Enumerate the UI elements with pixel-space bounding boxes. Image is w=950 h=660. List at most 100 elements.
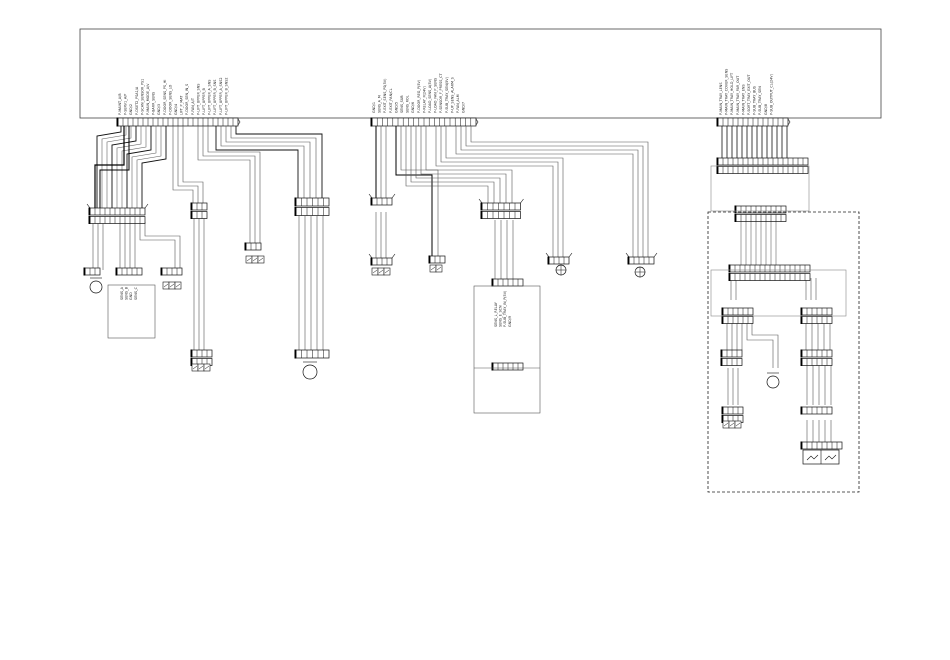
board-connector-left <box>116 117 241 127</box>
switch-mid-left <box>245 255 265 264</box>
pin-label-left: P-LIFT_UPPER_A_SNS <box>208 80 212 115</box>
connector-solenoid-left <box>160 267 183 276</box>
motor-body <box>89 280 103 294</box>
pin-label-middle: P-RELAY_P(24V) <box>422 86 426 113</box>
switch-contact <box>723 422 729 427</box>
connector-end-bar <box>88 216 91 224</box>
wire <box>215 126 299 198</box>
left-relay-box <box>107 284 156 339</box>
connector-funnel <box>86 203 149 209</box>
switch-contact <box>204 365 210 370</box>
pin-label-left: GND/4 <box>174 104 178 115</box>
connector-right-i <box>800 406 833 415</box>
connector-funnel <box>625 252 658 258</box>
pin-label-middle: P-EXIT_SENS_PS(5V) <box>383 78 387 113</box>
wire <box>106 126 132 210</box>
connector-end-bar <box>800 441 803 450</box>
connector-body-lower <box>481 211 521 219</box>
connector-end-bar <box>734 205 737 214</box>
wire <box>400 126 439 256</box>
wire <box>415 126 501 203</box>
relay-pin-label: GND <box>129 292 133 300</box>
connector-end-bar <box>370 257 373 266</box>
wire <box>235 126 323 198</box>
connector-body <box>628 256 655 265</box>
switch-contact <box>735 422 741 427</box>
connector-left-bundle <box>86 203 149 224</box>
wire <box>172 126 194 203</box>
wire <box>445 126 564 257</box>
pin-label-left: GND/2 <box>129 104 133 115</box>
connector-tab <box>475 118 479 126</box>
wire <box>465 126 644 257</box>
connector-end-bar <box>428 255 431 264</box>
connector-body <box>481 202 521 211</box>
relay-pin-label: SENS_C <box>134 286 138 300</box>
wiring-harness <box>92 126 832 442</box>
pin-label-left: P-DSET2_PSA1/A <box>135 86 139 115</box>
sensor-a <box>555 264 567 276</box>
wire <box>96 126 122 210</box>
connector-body-lower <box>191 211 208 219</box>
connector-end-bar <box>716 157 719 166</box>
connector-end-bar <box>294 207 297 216</box>
connector-end-bar <box>627 256 630 265</box>
motor-left <box>89 277 103 294</box>
switch-contact <box>252 257 258 262</box>
connector-end-bar <box>716 166 719 174</box>
pin-label-left: GND/3 <box>157 104 161 115</box>
board-connector-middle-strip <box>370 117 479 127</box>
connector-relay <box>115 267 143 276</box>
pin-label-left: P-SERV1_A/P <box>124 94 128 115</box>
pin-label-middle: GND/5 <box>394 102 398 113</box>
connector-end-bar <box>800 316 803 324</box>
wire <box>425 126 513 203</box>
wire <box>136 126 162 210</box>
sub-board-pin-label: P-SUB_TRAY_IN_P(5V) <box>503 290 507 327</box>
switch-contact <box>169 283 175 288</box>
pin-label-left: P-BARR_SENS <box>152 92 156 115</box>
option-unit-dashed-box <box>707 211 860 493</box>
wire <box>455 126 634 257</box>
connector-right-h <box>721 406 744 423</box>
connector-body <box>84 267 101 276</box>
pin-label-middle: SENS_SUB <box>400 95 404 113</box>
connector-end-bar <box>716 117 719 127</box>
connector-end-bar <box>734 214 737 222</box>
board-connector-left-strip <box>116 117 241 127</box>
connector-end-bar <box>800 406 803 415</box>
pin-label-middle: P-LOAD_FAN_P_SENS <box>434 78 438 113</box>
pin-label-middle: SENS_A_M <box>378 95 382 113</box>
connector-end-bar <box>370 117 373 127</box>
wire <box>420 126 507 203</box>
pin-label-middle: GND/7 <box>462 102 466 113</box>
connector-tab <box>237 118 241 126</box>
connector-right-f <box>720 349 743 366</box>
motor-right <box>766 372 780 389</box>
switch-contact <box>729 422 735 427</box>
motor-body <box>766 375 780 389</box>
pin-label-right: P-SUB_TRAY_BUS <box>753 86 757 115</box>
connector-end-bar <box>190 358 193 366</box>
connector-right-g <box>800 349 833 366</box>
connector-end-bar <box>83 267 86 276</box>
wire <box>197 126 251 243</box>
pin-label-right: P-SUB_OUTPUT_CL(24V) <box>769 73 773 115</box>
connector-small-left <box>190 202 208 219</box>
connector-end-bar <box>491 278 494 287</box>
switch-contact <box>430 266 436 271</box>
wire <box>202 126 256 243</box>
connector-right-c <box>728 264 811 281</box>
wire <box>435 126 554 257</box>
wire <box>99 126 130 210</box>
pin-label-right: P-MAIN_TRAY_PAR_OUT <box>736 75 740 115</box>
pin-label-right: P-MAIN_TRAY_COVER_SENS <box>725 69 729 115</box>
pin-label-right: P-SUB_TRAY_SEN <box>758 86 762 115</box>
switch-contact <box>198 365 204 370</box>
relay-pin-label: SENS_B <box>125 286 129 300</box>
pin-label-left: P-DOOR_SEN_IN_S <box>185 84 189 115</box>
